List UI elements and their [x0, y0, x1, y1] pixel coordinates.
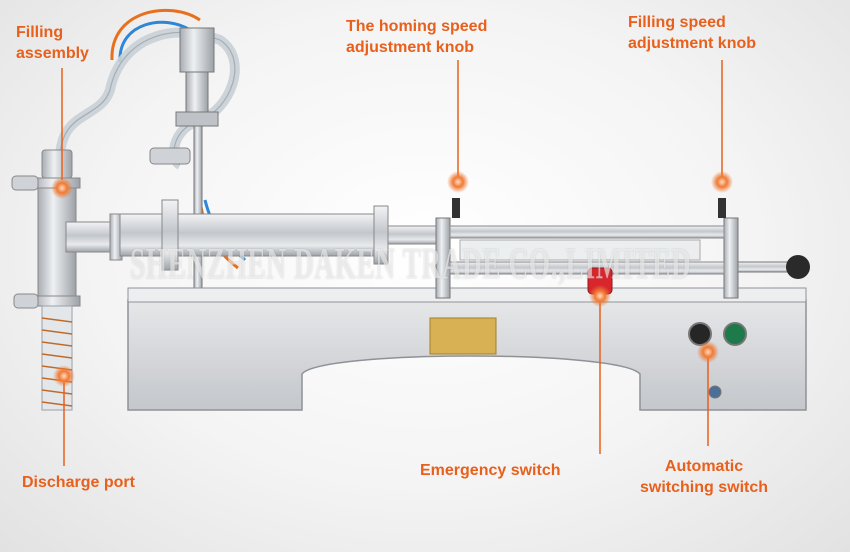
callout-line: Filling speed: [628, 14, 726, 31]
handwheel: [786, 255, 810, 279]
callout-line: adjustment knob: [346, 39, 475, 56]
material-cylinder: [119, 199, 439, 271]
callout-line: The homing speed: [346, 18, 488, 35]
callout-dots: [51, 171, 733, 387]
callout-line: assembly: [16, 45, 89, 62]
callout-line: Discharge port: [22, 474, 135, 491]
pneumatic-cylinder: [149, 27, 219, 297]
callout-line: switching switch: [640, 479, 769, 496]
callout-homing-speed-knob: The homing speed adjustment knob: [346, 16, 487, 58]
control-panel: [688, 322, 747, 399]
filling-assembly: [11, 149, 127, 309]
machine-body: [127, 287, 807, 411]
watermark-text: SHENZHEN DAKEN TRADE CO.,LIMITED: [130, 239, 692, 288]
callout-line: Filling: [16, 24, 64, 41]
callout-discharge-port: Discharge port: [22, 472, 135, 493]
callout-lines: [61, 60, 723, 466]
callout-line: Emergency switch: [420, 462, 561, 479]
callout-filling-assembly: Filling assembly: [16, 22, 89, 64]
callout-line: adjustment knob: [628, 35, 757, 52]
name-plate: [429, 317, 497, 355]
callout-filling-speed-knob: Filling speed adjustment knob: [628, 12, 756, 54]
callout-emergency-switch: Emergency switch: [420, 460, 561, 481]
callout-automatic-switch: Automatic switching switch: [640, 456, 768, 498]
discharge-hose: [41, 305, 73, 411]
guide-frame: [435, 198, 810, 299]
callout-line: Automatic: [664, 458, 744, 475]
homing-knob: [452, 198, 460, 218]
filling-knob: [718, 198, 726, 218]
